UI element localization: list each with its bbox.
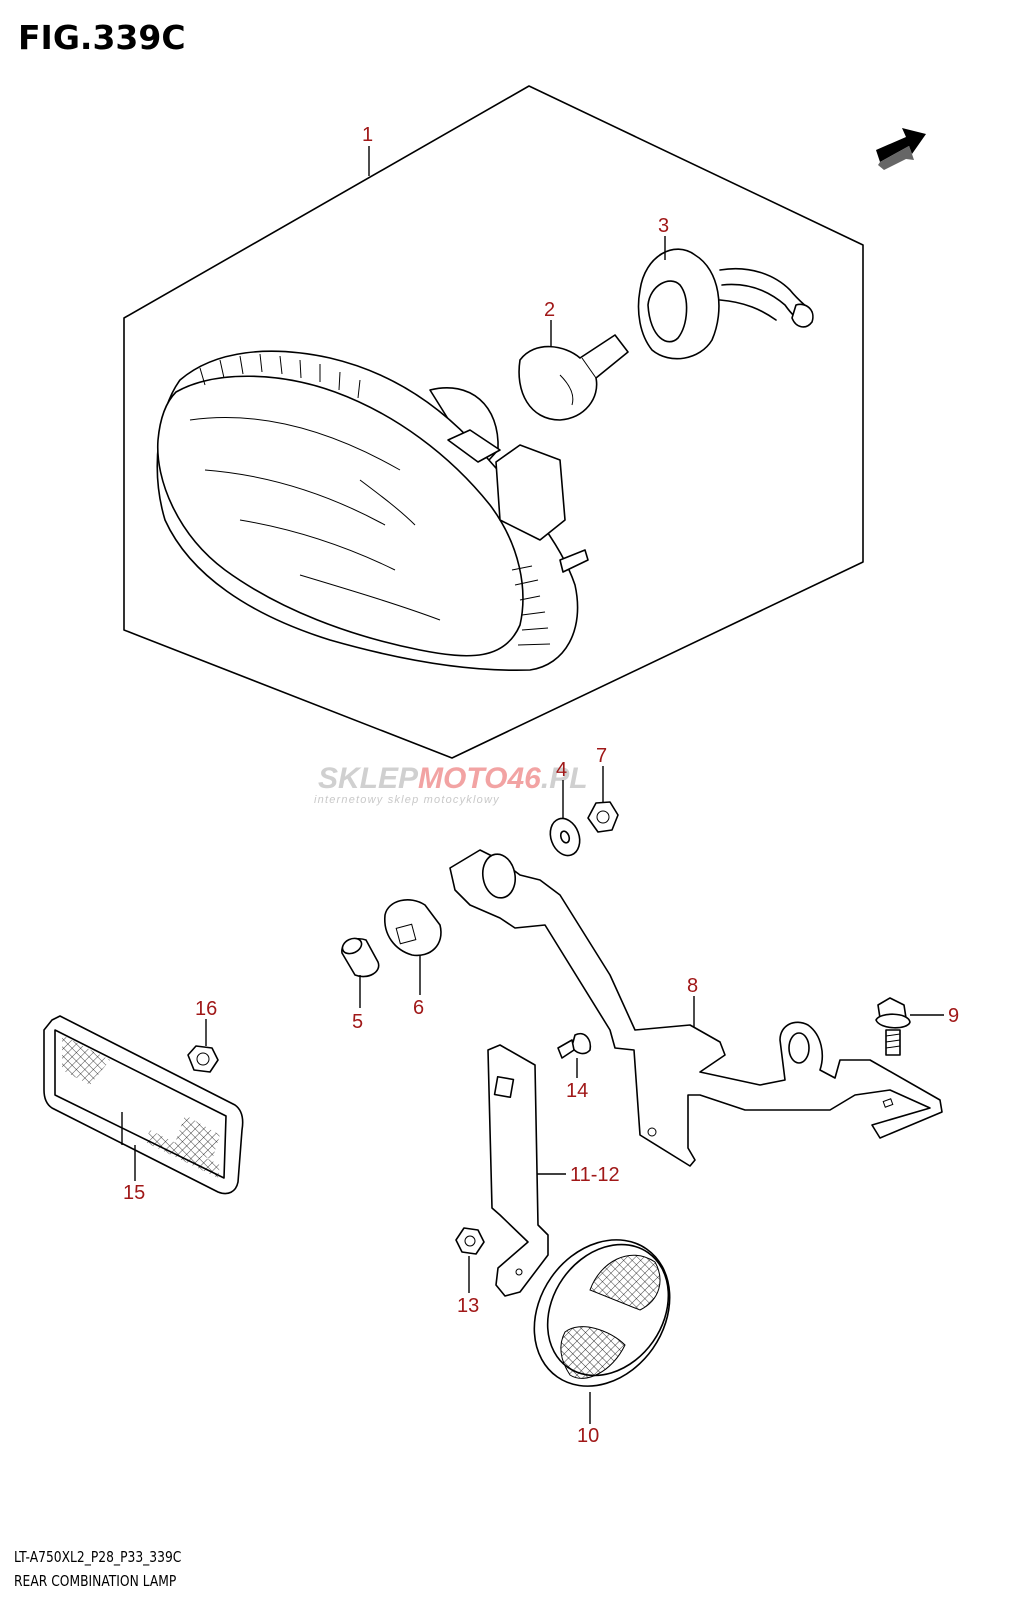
callout-7: 7 bbox=[596, 745, 607, 767]
rectangular-reflector bbox=[43, 1015, 244, 1195]
grommet bbox=[384, 899, 442, 957]
figure-title: FIG.339C bbox=[18, 18, 186, 57]
callout-9: 9 bbox=[948, 1005, 959, 1027]
callout-3: 3 bbox=[658, 215, 669, 237]
watermark-brand-d: .PL bbox=[541, 762, 588, 795]
callout-15: 15 bbox=[123, 1182, 145, 1204]
callout-4: 4 bbox=[556, 759, 567, 781]
flange-bolt bbox=[875, 997, 911, 1056]
lamp-bracket bbox=[449, 849, 943, 1167]
nut-13 bbox=[455, 1227, 485, 1255]
callout-8: 8 bbox=[687, 975, 698, 997]
reflector-stay bbox=[487, 1044, 549, 1297]
callout-5: 5 bbox=[352, 1011, 363, 1033]
footer-assembly-name: REAR COMBINATION LAMP bbox=[14, 1572, 177, 1590]
watermark-brand-c: 46 bbox=[506, 762, 541, 795]
bulb bbox=[518, 334, 629, 421]
watermark-brand-b: MOTO bbox=[418, 762, 507, 795]
svg-text:SKLEPMOTO46.PL: SKLEPMOTO46.PL bbox=[318, 762, 588, 795]
socket bbox=[637, 248, 814, 360]
callout-2: 2 bbox=[544, 299, 555, 321]
callouts: 1 2 3 4 5 6 7 8 9 10 11-12 13 14 15 16 bbox=[123, 124, 959, 1447]
watermark: SKLEPMOTO46.PL internetowy sklep motocyk… bbox=[314, 762, 588, 806]
callout-6: 6 bbox=[413, 997, 424, 1019]
callout-14: 14 bbox=[566, 1080, 588, 1102]
nut-16 bbox=[187, 1045, 219, 1073]
footer-model-code: LT-A750XL2_P28_P33_339C bbox=[14, 1548, 182, 1566]
watermark-brand-a: SKLEP bbox=[318, 762, 419, 795]
screw-14 bbox=[557, 1032, 592, 1059]
callout-13: 13 bbox=[457, 1295, 479, 1317]
callout-10: 10 bbox=[577, 1425, 599, 1447]
callout-16: 16 bbox=[195, 998, 217, 1020]
direction-arrow-icon bbox=[876, 128, 926, 170]
washer bbox=[549, 817, 581, 857]
round-reflector bbox=[533, 1239, 671, 1387]
callout-11-12: 11-12 bbox=[570, 1164, 620, 1186]
lamp-housing bbox=[156, 350, 589, 672]
flange-nut bbox=[587, 801, 619, 833]
watermark-tagline: internetowy sklep motocyklowy bbox=[314, 794, 500, 806]
assembly-boundary bbox=[123, 85, 864, 759]
leader-lines bbox=[121, 146, 944, 1424]
collar bbox=[341, 937, 380, 978]
callout-1: 1 bbox=[362, 124, 373, 146]
